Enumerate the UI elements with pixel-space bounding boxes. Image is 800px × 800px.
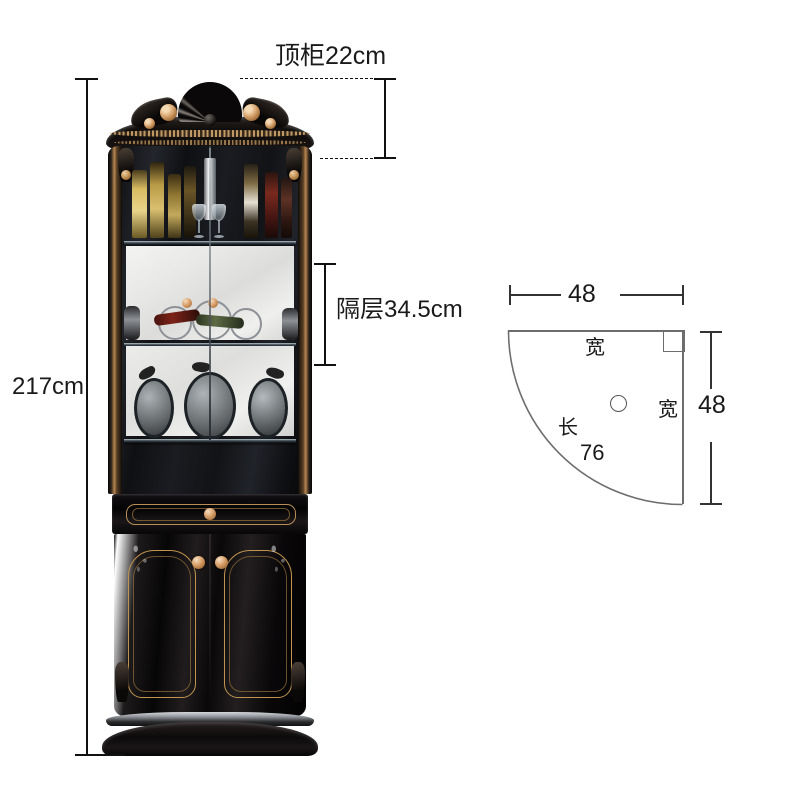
crown-rosette-right-small [265,118,276,129]
door-knob-right[interactable] [215,556,228,569]
sculpture-right [248,378,288,438]
crown-rosette-left-small [144,118,155,129]
wine-rack-rosette-1 [182,298,192,308]
plan-label-right-width: 宽 [658,399,678,421]
plan-top-dim-line-right [620,294,683,296]
door-knob-left[interactable] [192,556,205,569]
side-decanter-right [282,308,298,340]
sculpture-left [134,378,174,438]
height-dim-tick-bottom [75,754,125,756]
drawer-knob[interactable] [204,508,216,520]
wine-rack-rosette-2 [208,298,218,308]
top-cabinet-dim-line [384,78,386,158]
corner-rosette-left [121,170,131,180]
corner-rosette-right [289,170,299,180]
cabinet-crown [100,78,320,150]
crown-beading-lower [114,140,306,145]
bottle-7 [281,178,292,238]
bottle-4 [184,166,196,238]
plan-right-edge [682,330,684,504]
shelf-dim-tick-bottom [314,364,336,366]
plan-top-edge [508,330,683,332]
product-photo-corner-cabinet [100,78,320,756]
side-decanter-left [124,306,140,340]
shelf-spacing-dim-label: 隔层34.5cm [336,296,463,323]
glass-shelf-3 [124,439,296,443]
pilaster-right [298,146,312,494]
top-cabinet-leader-lower [320,158,388,159]
bottle-2 [150,162,164,238]
plan-right-dim-tick-bottom [700,503,722,505]
wine-glass-2 [212,204,226,238]
height-dim-label: 217cm [12,373,85,400]
cabinet-plinth-trim [106,712,314,726]
crown-rosette-left [160,104,177,121]
wine-rack [152,298,268,340]
plan-top-dim-tick-right [682,285,684,305]
door-panel-right [224,550,292,698]
top-cabinet-leader-upper [240,78,388,79]
plan-center-knob-icon [610,395,627,412]
plan-right-dim-line-lower [710,442,712,504]
door-side-ornament-left [115,662,129,702]
shelf-dim-line [324,263,326,365]
door-filigree-left [128,542,154,576]
door-panel-left [128,550,196,698]
top-cabinet-dim-label: 顶柜22cm [275,42,387,70]
bottle-5 [244,164,258,238]
door-seam [209,534,211,716]
plan-top-dim-line-left [509,294,561,296]
cabinet-doors[interactable] [114,534,306,716]
plan-label-arc-length: 长 [558,417,578,439]
drawer-gold-trim [126,504,296,525]
crown-center-knob [204,114,216,126]
bottle-1 [132,170,147,238]
bottle-3 [168,174,181,238]
glass-door-mullion [209,148,211,440]
pilaster-left [108,146,122,494]
door-filigree-right [266,542,292,576]
glass-display-body [108,146,312,494]
door-panel-left-inner [133,556,191,692]
crown-beading [110,130,310,137]
wine-glass-1 [192,204,206,238]
plan-quarter-arc [507,330,683,506]
height-dim-line [86,78,88,755]
plan-right-dim-label: 48 [698,391,726,419]
bottle-6 [265,172,278,238]
door-side-ornament-right [291,662,305,702]
plan-label-top-width: 宽 [585,337,605,359]
crown-rosette-right [243,104,260,121]
plan-right-dim-line-upper [710,331,712,389]
top-cabinet-tick-bottom [374,157,396,159]
plan-label-arc-value: 76 [580,440,605,465]
cabinet-drawer[interactable] [112,494,308,534]
plan-top-dim-label: 48 [568,280,596,308]
door-panel-right-inner [229,556,287,692]
cabinet-base [102,722,318,756]
plan-right-angle-marker [663,330,685,352]
footprint-plan-diagram: 48 宽 宽 长 76 48 [480,270,780,520]
